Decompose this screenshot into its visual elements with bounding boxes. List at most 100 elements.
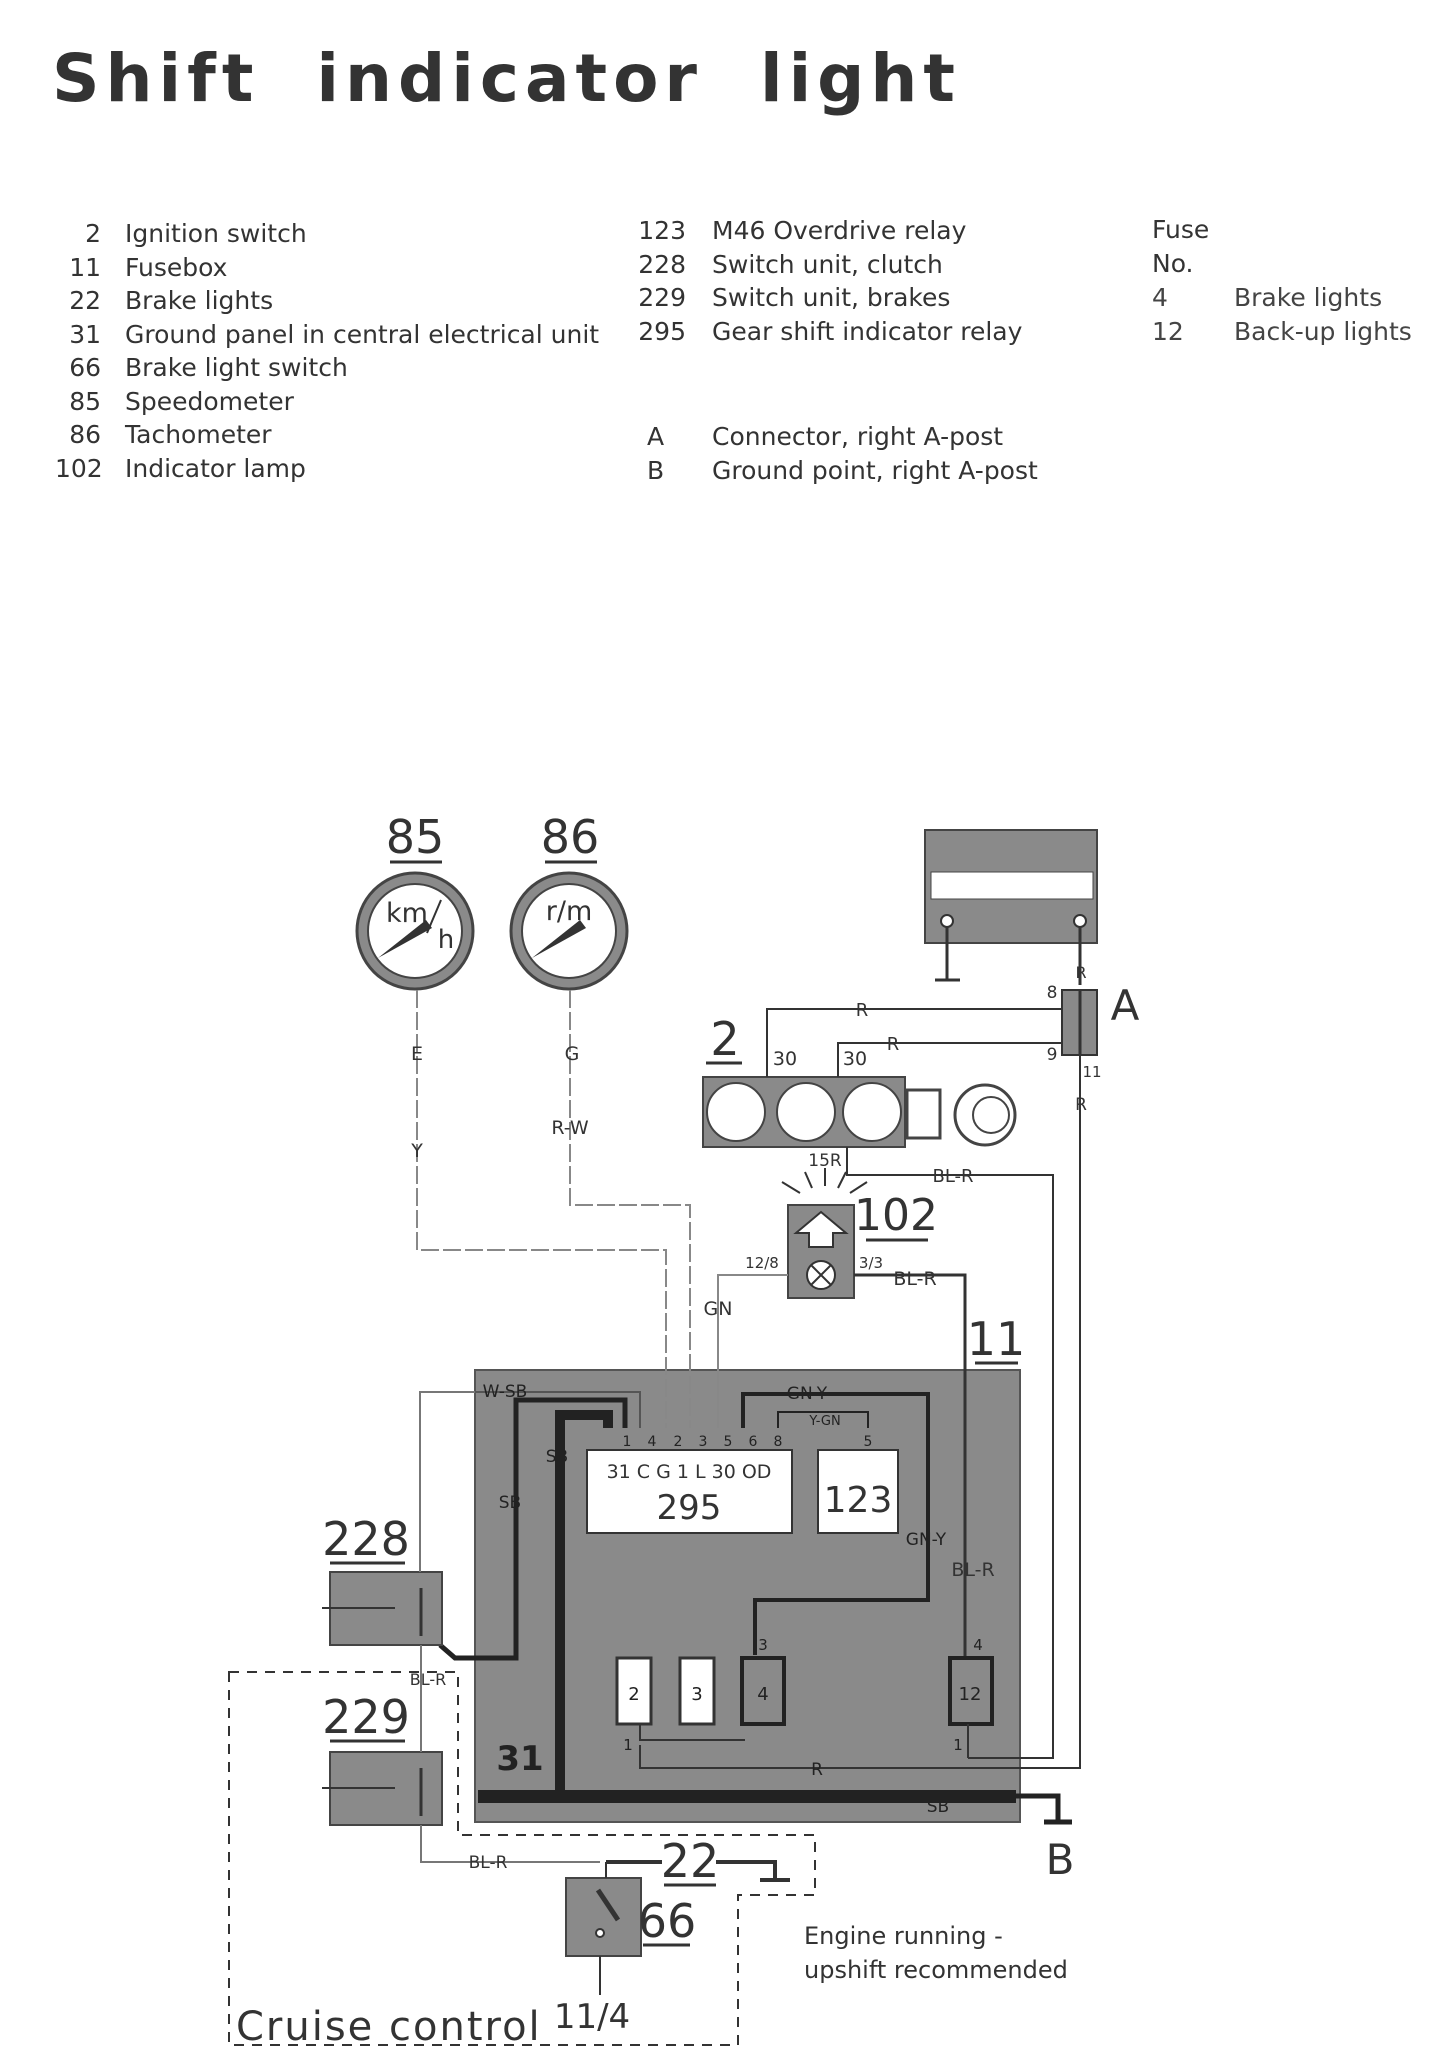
fuse-slot-4: [740, 1656, 786, 1726]
pin-number: 1: [623, 1434, 632, 1450]
wire-label-Y: Y: [410, 1140, 423, 1162]
legend-label: Brake lights: [1234, 283, 1383, 312]
legend-num: 228: [638, 249, 686, 279]
wire-G-RW: [569, 990, 691, 1428]
pin-number: 5: [724, 1434, 733, 1450]
ray: [804, 1171, 813, 1189]
legend-num: 2: [85, 219, 101, 248]
term-8: 8: [1047, 983, 1058, 1003]
legend-label: Ground panel in central electrical unit: [125, 319, 600, 349]
term-9: 9: [1047, 1045, 1058, 1065]
legend-row: 2 Ignition switch: [55, 217, 599, 251]
cruise-control-boundary: [228, 1671, 816, 2046]
ground-bar: [478, 1790, 1016, 1803]
wire-label-SB1: SB: [499, 1493, 521, 1513]
ignition-contact-3: [842, 1082, 902, 1142]
label-86: 86: [541, 810, 600, 864]
label-229: 229: [322, 1690, 410, 1744]
legend-label: Ignition switch: [125, 219, 307, 248]
fuse-slot: [615, 1656, 653, 1726]
bulb-cross: [810, 1264, 832, 1286]
wire-fuse4-link: [639, 1724, 745, 1741]
relay-pin-numbers: 1 4 2 3 5 6 8 5: [623, 1434, 873, 1450]
ray: [837, 1171, 847, 1189]
pin-number: 8: [774, 1434, 783, 1450]
legend-num: 11: [69, 252, 101, 282]
label-2: 2: [710, 1012, 739, 1066]
legend-label: Connector, right A-post: [712, 422, 1004, 451]
wire-label-SB3: SB: [927, 1797, 949, 1817]
wire-label-G: G: [565, 1043, 580, 1065]
speedometer-unit: km: [386, 898, 428, 929]
wire-R-ign-a: [766, 1008, 1062, 1077]
term-11: 11: [1082, 1063, 1101, 1081]
legend-num: 31: [69, 319, 101, 349]
wire-228-WSB: [419, 1391, 475, 1572]
unit-slash: [426, 899, 442, 934]
wire-label-BLR3: BL-R: [951, 1559, 994, 1581]
brake-lights-ground: [606, 1860, 790, 1882]
note-line-1: Engine running -: [804, 1922, 1003, 1950]
fuse-slot: [678, 1656, 716, 1726]
wire-label-R3: R: [887, 1034, 900, 1055]
legend-label: Indicator lamp: [125, 453, 306, 483]
battery-label-plate: [930, 871, 1094, 900]
legend-num: 102: [55, 453, 103, 483]
wire-label-GN: GN: [704, 1298, 733, 1320]
fuse-header: No.: [1152, 247, 1412, 281]
wire-label-E: E: [411, 1043, 423, 1065]
point-A: A: [1111, 981, 1140, 1030]
fuse-ref: 11/4: [554, 1997, 630, 2037]
legend-label: Brake light switch: [125, 353, 348, 382]
pin-number: 4: [648, 1434, 657, 1450]
label-123: 123: [824, 1480, 893, 1521]
battery-positive-terminal: [1073, 914, 1087, 928]
legend-num: A: [647, 422, 665, 451]
label-85: 85: [386, 810, 445, 864]
wire-label-R1: R: [1075, 963, 1086, 982]
wire-BLR-ign: [846, 1147, 1054, 1759]
pin-number: 3: [699, 1434, 708, 1450]
label-295: 295: [657, 1488, 722, 1528]
fuse-slot-12: [948, 1656, 994, 1726]
wire-label-SB2: SB: [546, 1447, 568, 1467]
wire-SB-228: [438, 1397, 628, 1661]
label-228: 228: [322, 1512, 410, 1566]
legend-label: Fusebox: [125, 252, 228, 282]
switch-lever: [595, 1888, 621, 1922]
fuse-number: 3: [691, 1684, 702, 1705]
terminal-30a: 30: [773, 1048, 797, 1070]
label-66: 66: [638, 1894, 697, 1948]
ignition-key-inner: [972, 1096, 1010, 1134]
wire-label-GNY2: GN-Y: [906, 1530, 947, 1550]
ignition-contact-2: [776, 1082, 836, 1142]
label-22: 22: [661, 1834, 720, 1888]
legend-row: 102 Indicator lamp: [55, 452, 599, 486]
fuse-terminal: 1: [953, 1736, 963, 1754]
wire-label-BLR4: BL-R: [410, 1670, 447, 1689]
wire-label-GNY1: GN-Y: [787, 1384, 828, 1404]
lamp-pin-right: 3/3: [859, 1254, 883, 1272]
overdrive-relay: [817, 1449, 899, 1534]
label-102: 102: [854, 1190, 938, 1241]
legend-row: 11 Fusebox: [55, 251, 599, 285]
legend-label: Ground point, right A-post: [712, 455, 1038, 485]
legend-num: 86: [69, 420, 101, 449]
legend-num: 12: [1152, 316, 1184, 346]
legend-label: Switch unit, brakes: [712, 283, 951, 312]
wire-label-WSB: W-SB: [483, 1382, 528, 1402]
upshift-arrow-icon: [793, 1210, 849, 1248]
point-B: B: [1046, 1835, 1075, 1884]
tachometer-needle: [532, 920, 586, 958]
label-31: 31: [496, 1739, 543, 1779]
